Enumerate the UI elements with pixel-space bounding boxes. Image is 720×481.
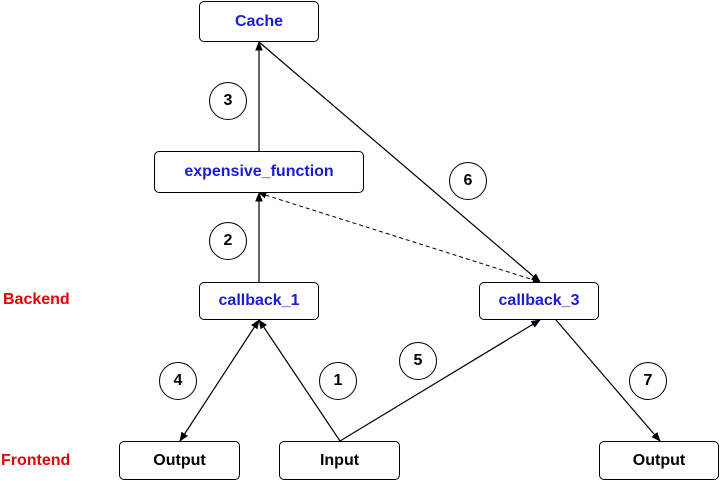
cache-node[interactable]: Cache <box>199 1 319 42</box>
edge-callback1-to-output-left <box>179 319 260 442</box>
callback-3-node[interactable]: callback_3 <box>479 282 599 320</box>
output-left-node[interactable]: Output <box>119 441 240 480</box>
frontend-label: Frontend <box>1 452 71 469</box>
step-badge-7: 7 <box>629 362 667 400</box>
backend-label: Backend <box>3 291 70 308</box>
step-badge-6: 6 <box>449 162 487 200</box>
step-badge-3: 3 <box>209 82 247 120</box>
step-badge-4: 4 <box>159 362 197 400</box>
output-right-node[interactable]: Output <box>599 441 719 480</box>
expensive-function-node[interactable]: expensive_function <box>154 151 364 193</box>
edge-input-to-callback1 <box>258 319 341 442</box>
edge-expensive-to-callback3-dashed <box>258 192 541 283</box>
step-badge-5: 5 <box>399 342 437 380</box>
edge-input-to-callback3 <box>339 319 541 442</box>
step-badge-1: 1 <box>319 362 357 400</box>
input-node[interactable]: Input <box>279 441 400 480</box>
edge-callback3-to-output-right <box>555 319 661 442</box>
step-badge-2: 2 <box>209 222 247 260</box>
callback-1-node[interactable]: callback_1 <box>199 282 319 320</box>
